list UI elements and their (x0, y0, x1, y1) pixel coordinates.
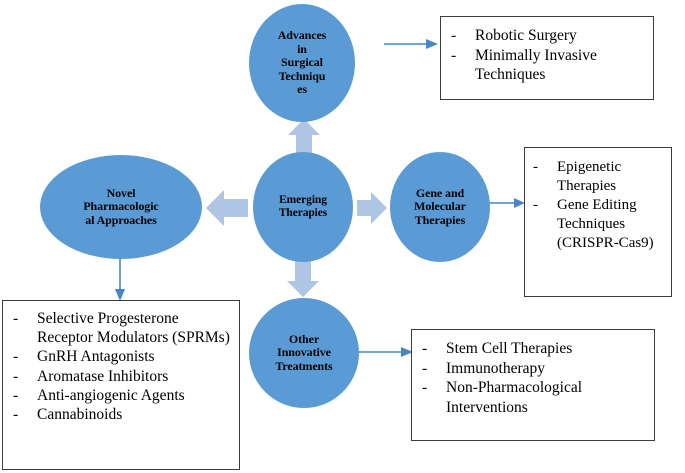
bullet-dash: - (13, 406, 19, 424)
bullet-dash: - (533, 159, 538, 175)
bullet-dash: - (422, 340, 428, 357)
node-label: Novel Pharmacologic al Approaches (83, 185, 159, 227)
list-item: - Gene Editing Techniques (CRISPR-Cas9) (533, 196, 667, 253)
line-arrow-gene-to-box (488, 198, 525, 208)
block-arrow-down-to-other (287, 259, 319, 297)
list-item: - Anti-angiogenic Agents (13, 386, 235, 405)
list: - Robotic Surgery - Minimally Invasive T… (451, 26, 647, 85)
block-arrow-up-to-surgical (288, 119, 320, 157)
list-box-other-innovative-treatments: - Stem Cell Therapies - Immunotherapy - … (411, 329, 655, 441)
list-box-pharmacological-approaches: - Selective Progesterone Receptor Modula… (2, 300, 240, 470)
list-item-text: Cannabinoids (37, 406, 123, 424)
list: - Selective Progesterone Receptor Modula… (13, 309, 235, 424)
block-arrow-left-to-pharma (206, 190, 248, 226)
bullet-dash: - (13, 310, 19, 327)
list-item-text: Epigenetic Therapies (557, 159, 622, 194)
list-item: - Epigenetic Therapies (533, 158, 667, 196)
list-item-text: Selective Progesterone Receptor Modulato… (37, 310, 230, 347)
line-arrow-pharma-to-box (115, 258, 125, 301)
list-item: - Minimally Invasive Techniques (451, 46, 647, 85)
node-label: Emerging Therapies (278, 194, 328, 219)
block-arrow-right-to-gene (357, 192, 387, 224)
bullet-dash: - (13, 348, 19, 366)
bullet-dash: - (451, 27, 457, 44)
line-arrow-other-to-box (356, 347, 413, 357)
list-item: - GnRH Antagonists (13, 347, 235, 366)
list-item-text: Anti-angiogenic Agents (37, 386, 185, 404)
bullet-dash: - (13, 367, 19, 385)
list-item-text: Robotic Surgery (475, 27, 577, 44)
list-item-text: Aromatase Inhibitors (37, 367, 169, 385)
bullet-dash: - (422, 379, 428, 397)
list-box-gene-molecular-therapies: - Epigenetic Therapies - Gene Editing Te… (524, 147, 672, 297)
bullet-dash: - (13, 386, 19, 404)
line-arrow-surgical-to-box (384, 39, 438, 49)
node-other-innovative-treatments[interactable]: Other Innovative Treatments (249, 298, 359, 408)
node-gene-and-molecular-therapies[interactable]: Gene and Molecular Therapies (390, 152, 490, 262)
list-item: - Aromatase Inhibitors (13, 367, 235, 386)
list-item: - Stem Cell Therapies (422, 339, 648, 359)
list-item-text: Non-Pharmacological Interventions (446, 379, 583, 416)
list-item-text: GnRH Antagonists (37, 348, 155, 366)
list-item-text: Immunotherapy (446, 359, 546, 377)
list: - Epigenetic Therapies - Gene Editing Te… (533, 158, 667, 252)
node-novel-pharmacological-approaches[interactable]: Novel Pharmacologic al Approaches (40, 155, 202, 259)
bullet-dash: - (422, 359, 428, 377)
list-item-text: Stem Cell Therapies (446, 340, 573, 357)
list-item-text: Minimally Invasive Techniques (475, 46, 597, 84)
node-emerging-therapies[interactable]: Emerging Therapies (253, 152, 353, 262)
node-label: Gene and Molecular Therapies (414, 185, 466, 227)
list-item: - Cannabinoids (13, 405, 235, 424)
bullet-dash: - (451, 46, 457, 64)
node-label: Other Innovative Treatments (275, 331, 333, 373)
list-item: - Non-Pharmacological Interventions (422, 378, 648, 417)
list-item: - Immunotherapy (422, 359, 648, 379)
node-advances-in-surgical-techniques[interactable]: Advances in Surgical Techniqu es (249, 4, 355, 122)
list-item: - Selective Progesterone Receptor Modula… (13, 309, 235, 347)
list-item: - Robotic Surgery (451, 26, 647, 46)
bullet-dash: - (533, 196, 538, 213)
list: - Stem Cell Therapies - Immunotherapy - … (422, 339, 648, 417)
list-box-surgical-techniques: - Robotic Surgery - Minimally Invasive T… (440, 16, 654, 100)
node-label: Advances in Surgical Techniqu es (277, 28, 327, 97)
list-item-text: Gene Editing Techniques (CRISPR-Cas9) (557, 196, 654, 251)
